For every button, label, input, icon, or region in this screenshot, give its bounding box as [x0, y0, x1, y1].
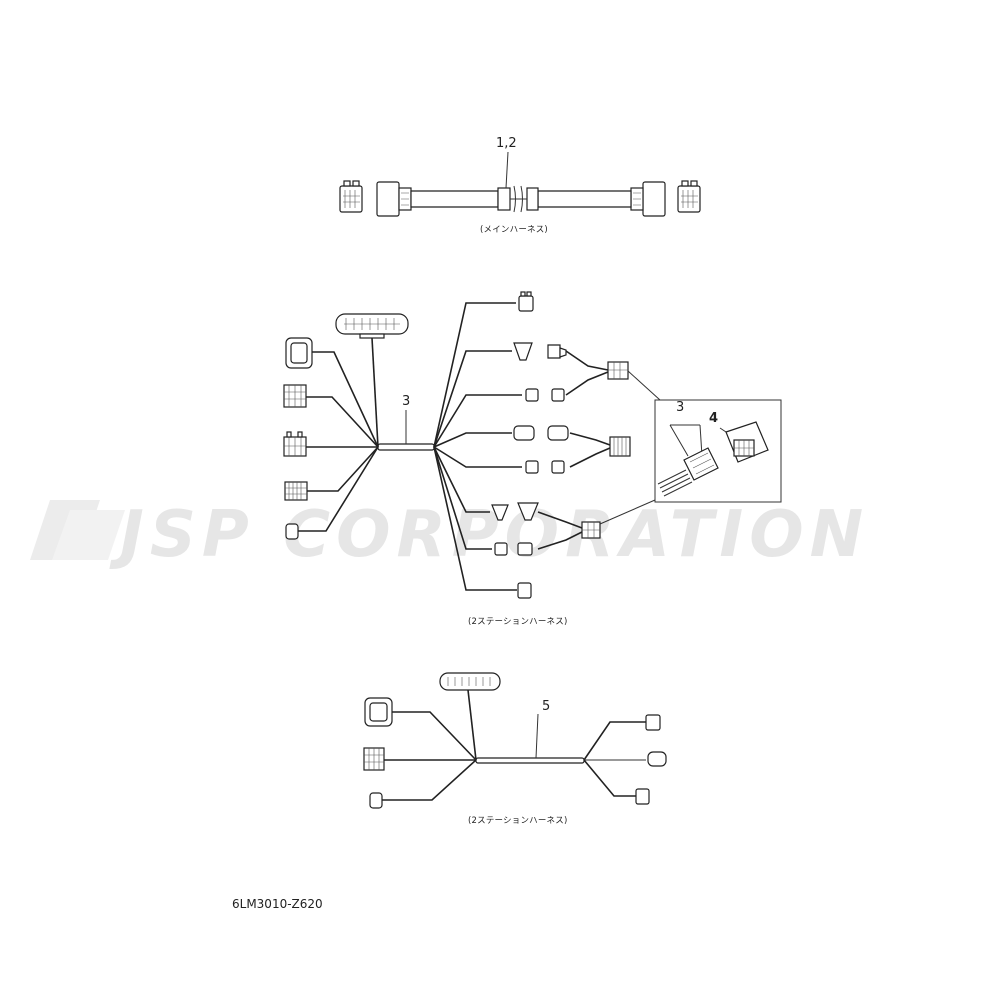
part-code: 6LM3010-Z620	[232, 897, 323, 911]
main-harness-plug-right	[630, 181, 666, 217]
detail-inset	[599, 370, 782, 525]
inset-callout-4: 4	[709, 411, 719, 426]
inset-callout-3: 3	[676, 400, 685, 415]
station-harness-3-right-connectors	[491, 291, 631, 599]
callout-3: 3	[402, 394, 411, 409]
station-harness-3	[283, 291, 782, 599]
main-harness-plug-left	[376, 181, 412, 217]
station-harness-3-caption: (2ステーションハーネス)	[468, 617, 568, 627]
watermark-logo-mark	[30, 500, 125, 560]
callout-1-2: 1,2	[496, 136, 517, 151]
main-harness-caption: (メインハーネス)	[480, 225, 548, 235]
main-harness-loose-connector-right	[677, 180, 701, 213]
station-harness-3-top-connector	[335, 313, 409, 339]
main-harness-loose-connector-left	[339, 180, 363, 213]
station-harness-5-caption: (2ステーションハーネス)	[468, 816, 568, 826]
watermark-text: JSP CORPORATION	[120, 498, 870, 572]
callout-5: 5	[542, 699, 551, 714]
station-harness-3-left-connectors	[283, 337, 313, 540]
station-harness-5	[363, 672, 667, 809]
main-harness	[339, 151, 701, 217]
station-harness-5-connectors	[363, 672, 667, 809]
